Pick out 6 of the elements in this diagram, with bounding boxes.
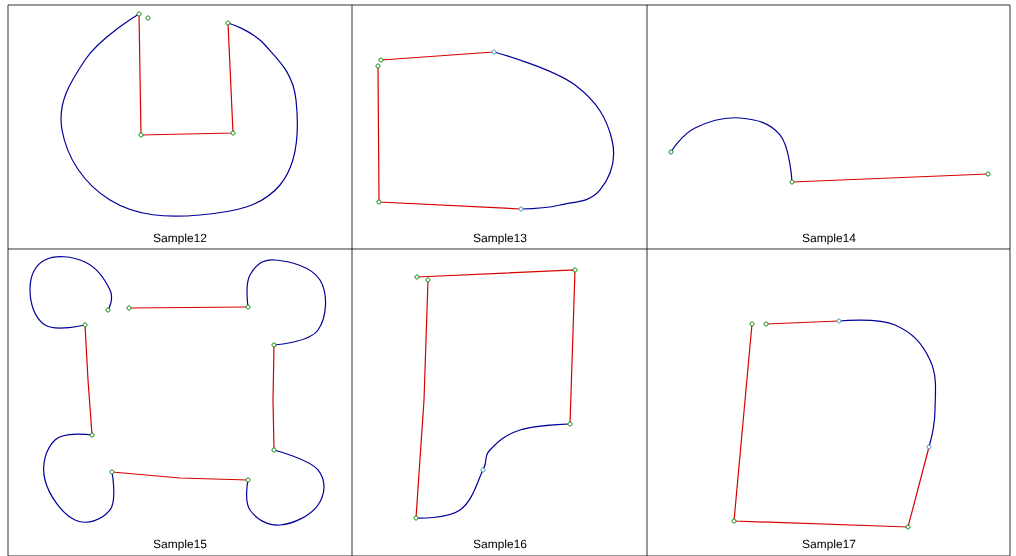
sample-label: Sample15 [153,539,207,551]
sample-label: Sample17 [802,539,856,551]
sample-label: Sample13 [473,233,527,245]
sample-label: Sample16 [473,539,527,551]
sample-label: Sample12 [153,233,207,245]
sample-label: Sample14 [802,233,856,245]
